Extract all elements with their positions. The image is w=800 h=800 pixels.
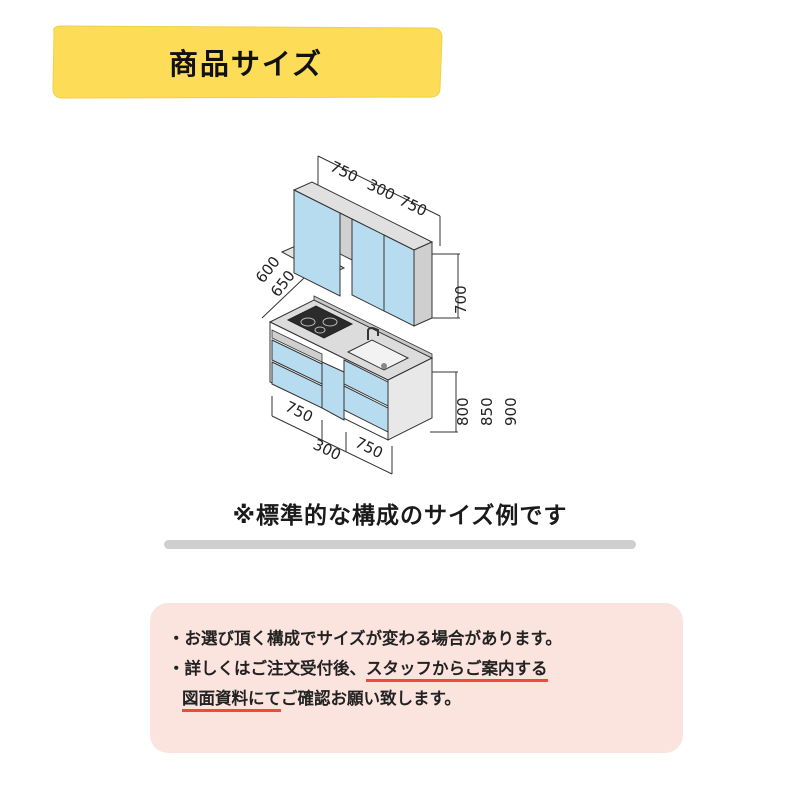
- burner-left: [300, 317, 316, 327]
- notice-line-3: 図面資料にてご確認お願い致します。: [182, 685, 461, 712]
- dim-upper-width-2: 300: [364, 175, 398, 204]
- dim-counter-height-2: 850: [478, 397, 496, 426]
- notice-bullet-2-prefix: ・詳しくはご注文受付後、: [168, 659, 366, 678]
- depth-dimension-line: [261, 277, 305, 319]
- upper-right-door-2: [383, 234, 415, 327]
- dim-counter-height-3: 900: [502, 397, 520, 426]
- notice-bullet-2: ・詳しくはご注文受付後、スタッフからご案内する: [168, 655, 548, 682]
- upper-right-door-1: [351, 218, 385, 312]
- dim-upper-width-1: 750: [327, 157, 361, 186]
- notice-line-3-highlight: 図面資料にて: [182, 689, 281, 712]
- drawer-right-bottom: [343, 385, 389, 433]
- dim-upper-height: 700: [452, 285, 470, 314]
- notice-bullet-1: ・お選び頂く構成でサイズが変わる場合があります。: [168, 629, 562, 648]
- notice-bullet-2-highlight: スタッフからご案内する: [366, 659, 548, 682]
- upper-left-door: [293, 189, 341, 297]
- lower-width-dimension-line: [271, 415, 393, 475]
- burner-center: [314, 326, 326, 334]
- notice-box: ・お選び頂く構成でサイズが変わる場合があります。 ・詳しくはご注文受付後、スタッ…: [150, 603, 683, 753]
- faucet: [367, 327, 379, 340]
- divider: [164, 540, 636, 549]
- upper-cabinet-side: [413, 241, 433, 327]
- banner-background: [52, 25, 443, 99]
- upper-width-dimension-line: [317, 155, 441, 217]
- dim-lower-width-3: 750: [352, 433, 386, 462]
- dim-upper-width-3: 750: [396, 191, 430, 220]
- upper-mid-panel: [339, 212, 353, 261]
- title-banner: 商品サイズ: [48, 24, 444, 100]
- sink-drain: [381, 363, 387, 369]
- drawer-middle: [321, 361, 345, 421]
- dim-lower-width-2: 300: [310, 435, 344, 464]
- drawer-right-top: [343, 359, 389, 407]
- dim-counter-height-1: 800: [454, 397, 472, 426]
- sink: [346, 339, 410, 371]
- notice-line-3-suffix: ご確認お願い致します。: [281, 689, 461, 708]
- burner-right: [322, 317, 338, 327]
- cooktop: [286, 305, 354, 339]
- diagram-caption: ※標準的な構成のサイズ例です: [232, 503, 568, 529]
- page-title: 商品サイズ: [168, 47, 324, 81]
